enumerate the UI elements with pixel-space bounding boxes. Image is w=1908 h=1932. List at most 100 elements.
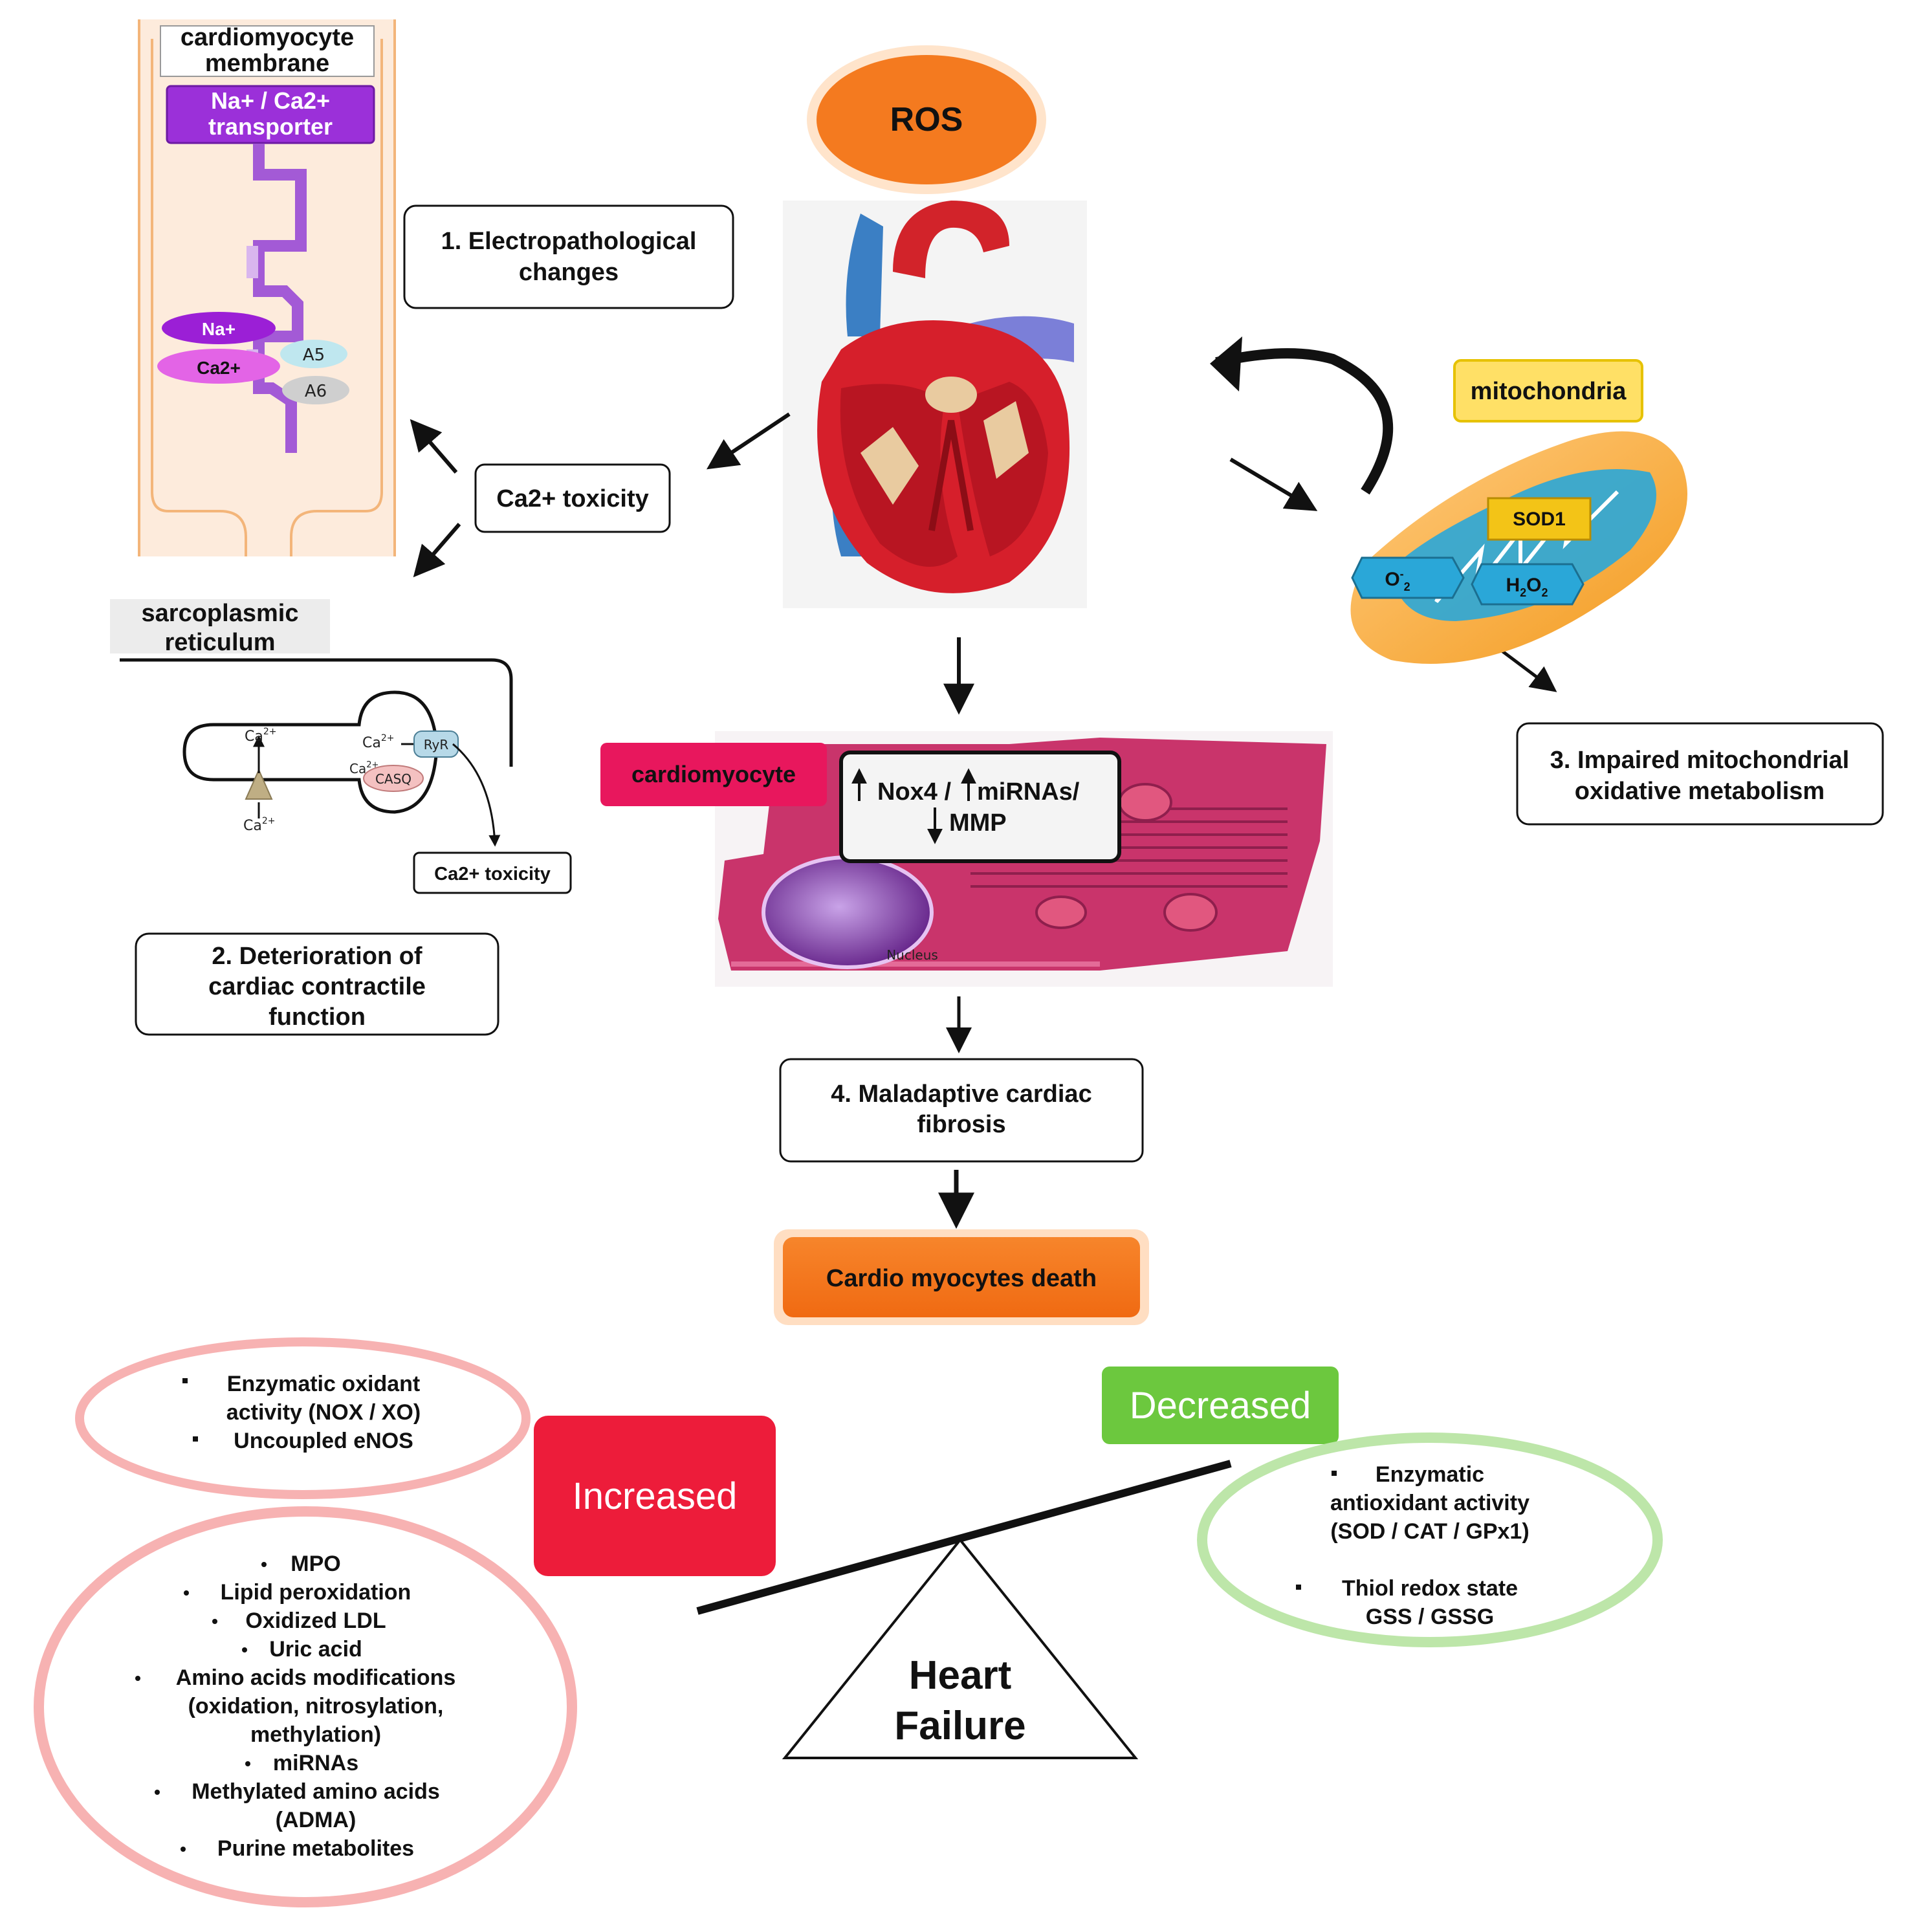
box3-line1: 3. Impaired mitochondrial — [1550, 747, 1849, 774]
box-mitochondrial-metabolism: 3. Impaired mitochondrial oxidative meta… — [1516, 722, 1884, 826]
inc-top-item-2: activity (NOX / XO) — [226, 1400, 421, 1425]
o2-sup: - — [1400, 567, 1404, 580]
ca-toxicity-main-box: Ca2+ toxicity — [474, 463, 671, 533]
nox-line1: Nox4 / — [877, 778, 951, 806]
sr-ca-b: Ca — [243, 818, 262, 834]
h2o2-sub2: 2 — [1542, 586, 1548, 599]
arrow-ca-to-sr — [413, 523, 461, 578]
o2-label: O — [1385, 569, 1399, 590]
box1-line1: 1. Electropathological — [441, 228, 697, 255]
nox-line2: MMP — [949, 809, 1007, 837]
ryr-receptor — [413, 730, 459, 758]
inc-item-4: Uric acid — [269, 1637, 362, 1662]
svg-text:H2O2: H2O2 — [1506, 575, 1548, 599]
cardiomyocyte-death-node: Cardio myocytes death — [774, 1229, 1149, 1325]
aorta — [893, 201, 1009, 278]
na-ion-label: Na+ — [202, 319, 236, 339]
casq-label: CASQ — [375, 771, 411, 787]
mitochondria-label: mitochondria — [1471, 378, 1627, 405]
sod1-box — [1487, 497, 1592, 541]
sr-ca-d: Ca — [349, 761, 366, 776]
membrane-title-line2: membrane — [205, 50, 329, 77]
na-ion — [162, 312, 276, 344]
increased-top-ellipse — [75, 1337, 531, 1499]
heart-failure-balance: Heart Failure — [696, 1460, 1232, 1759]
curved-arrow-mito-to-heart — [1215, 348, 1394, 495]
box-maladaptive-fibrosis: 4. Maladaptive cardiac fibrosis — [779, 1058, 1144, 1163]
inc-item-11: Purine metabolites — [217, 1836, 414, 1861]
dec-item-5: GSS / GSSG — [1366, 1605, 1494, 1629]
sr-ca-a: Ca — [245, 729, 263, 745]
a5-subunit — [280, 340, 347, 368]
svg-text:Ca2+: Ca2+ — [245, 727, 276, 745]
h2o2-hex — [1471, 563, 1585, 606]
inc-item-1: MPO — [291, 1552, 340, 1576]
inc-item-9: Methylated amino acids — [192, 1779, 440, 1804]
heart-illustration — [783, 201, 1087, 608]
increased-group: Enzymatic oxidant activity (NOX / XO) Un… — [34, 1337, 776, 1907]
increased-label: Increased — [573, 1475, 738, 1517]
decreased-box — [1102, 1367, 1339, 1444]
sr-ca-c-sup: 2+ — [381, 733, 395, 743]
membrane-title-box — [160, 25, 375, 77]
arrow-ca-to-membrane — [410, 419, 458, 474]
nox-line1b: miRNAs/ — [977, 778, 1080, 806]
sr-title-line1: sarcoplasmic — [142, 600, 299, 627]
svg-text:Ca2+: Ca2+ — [243, 816, 275, 834]
dec-item-4: Thiol redox state — [1342, 1576, 1518, 1601]
inc-item-8: miRNAs — [273, 1751, 358, 1775]
cell-mitochondrion-2 — [1163, 893, 1218, 932]
inc-top-item-3: Uncoupled eNOS — [234, 1429, 413, 1453]
ryr-label: RyR — [424, 737, 449, 752]
svg-text:Ca2+: Ca2+ — [362, 733, 394, 751]
sod1-label: SOD1 — [1513, 509, 1566, 530]
inc-item-2: Lipid peroxidation — [221, 1580, 411, 1605]
box-electropathological: 1. Electropathological changes — [403, 204, 734, 309]
svg-text:Ca2+: Ca2+ — [349, 760, 378, 776]
o2-sub: 2 — [1404, 580, 1410, 593]
ros-ellipse — [817, 55, 1036, 184]
nucleus-label: Nucleus — [886, 947, 938, 963]
increased-bottom-ellipse — [34, 1506, 577, 1907]
box2-line3: function — [269, 1004, 366, 1031]
nox-mmp-box — [839, 751, 1121, 863]
h2o2-o: O — [1526, 575, 1541, 596]
na-ca-transporter — [166, 85, 375, 144]
svg-text:O-2: O-2 — [1385, 567, 1410, 593]
transporter-channel — [253, 144, 307, 453]
cardiomyocyte-tag-label: cardiomyocyte — [631, 761, 796, 787]
sr-ca-c: Ca — [362, 735, 381, 751]
death-box — [783, 1237, 1140, 1317]
inc-item-3: Oxidized LDL — [245, 1608, 386, 1633]
sr-title-box — [110, 599, 330, 653]
death-label: Cardio myocytes death — [826, 1265, 1097, 1292]
vena-cava — [846, 214, 883, 336]
inc-top-bullet-3 — [193, 1436, 198, 1442]
heart-failure-line2: Failure — [894, 1704, 1025, 1748]
casq-protein — [363, 765, 424, 792]
superoxide-hex — [1351, 556, 1465, 599]
increased-box — [534, 1416, 776, 1576]
arrow-mito-to-box3 — [1500, 649, 1557, 692]
ca-ion-label: Ca2+ — [197, 358, 241, 378]
cardiomyocyte-panel: Nucleus cardiomyocyte Nox4 / miRNAs/ MMP — [600, 731, 1333, 987]
decreased-group: Decreased Enzymatic antioxidant activity… — [1102, 1367, 1663, 1647]
heart-failure-line1: Heart — [909, 1653, 1012, 1698]
mitochondria-panel: mitochondria SOD1 O-2 H2O2 — [1350, 359, 1687, 664]
sr-ca-toxicity-label: Ca2+ toxicity — [434, 864, 551, 884]
mitochondria-label-box — [1453, 359, 1643, 423]
h2o2-h: H — [1506, 575, 1520, 596]
transporter-line1: Na+ / Ca2+ — [211, 87, 330, 114]
dec-item-1: Enzymatic — [1376, 1462, 1484, 1487]
sr-membrane — [182, 690, 439, 814]
sr-ca-a-sup: 2+ — [263, 727, 277, 737]
decreased-label: Decreased — [1130, 1385, 1311, 1427]
sr-ca-toxicity-box — [413, 851, 572, 894]
h2o2-sub1: 2 — [1520, 586, 1526, 599]
dec-item-2: antioxidant activity — [1330, 1491, 1530, 1515]
a5-label: A5 — [303, 346, 325, 365]
box3-line2: oxidative metabolism — [1575, 778, 1825, 805]
box-contractile-function: 2. Deterioration of cardiac contractile … — [135, 932, 499, 1036]
cardiomyocyte-membrane-panel: cardiomyocyte membrane Na+ / Ca2+ transp… — [138, 19, 396, 556]
